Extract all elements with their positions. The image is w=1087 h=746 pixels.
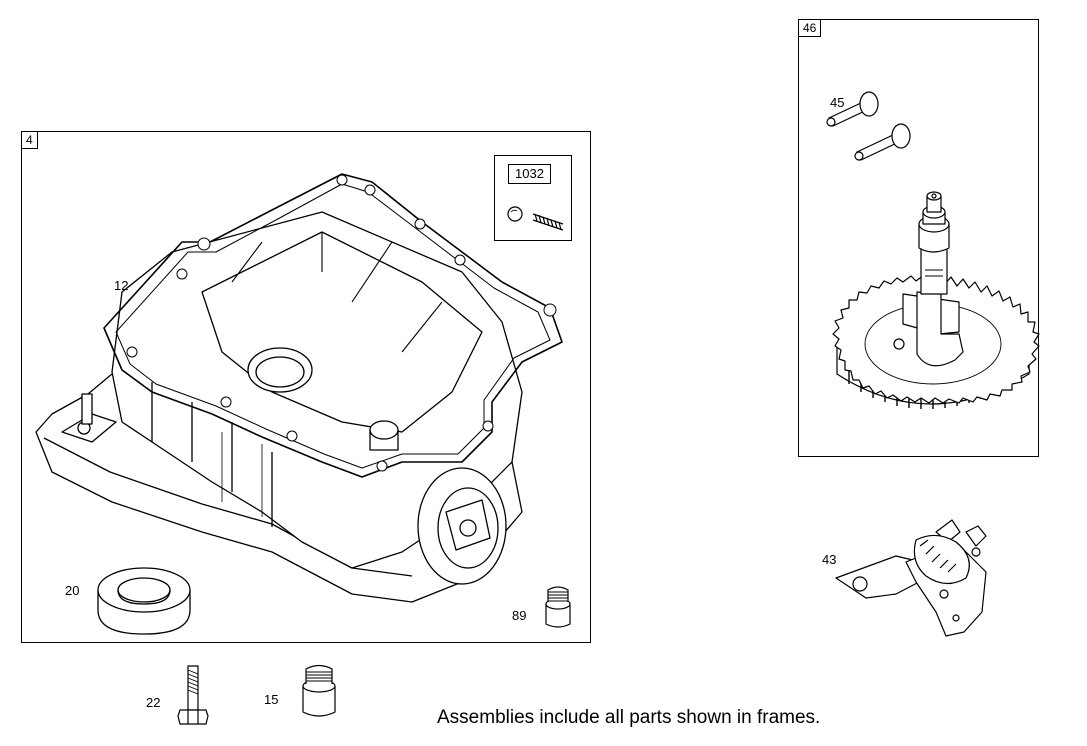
footer-note: Assemblies include all parts shown in fr… <box>437 707 821 728</box>
camshaft-frame: 46 <box>798 19 1039 457</box>
sump-frame-label: 4 <box>22 132 38 149</box>
hex-bolt-drawing-icon <box>176 664 210 728</box>
kit-label: 1032 <box>508 164 551 184</box>
pin-icon <box>851 116 915 158</box>
callout-governor: 43 <box>822 552 837 567</box>
plug-drawing-icon <box>299 662 339 720</box>
oil-seal-drawing-icon <box>94 562 204 642</box>
camshaft-frame-label: 46 <box>799 20 822 37</box>
callout-pins: 45 <box>830 95 845 110</box>
camshaft-gear-drawing-icon <box>829 184 1039 434</box>
engine-sump-drawing-icon <box>22 132 592 644</box>
callout-plug-15: 15 <box>264 692 279 707</box>
callout-plug-89: 89 <box>512 608 527 623</box>
check-ball-kit-box: 1032 <box>494 155 572 241</box>
spring-icon <box>531 208 567 234</box>
plug-drawing-icon <box>542 584 574 630</box>
check-ball-icon <box>505 204 525 224</box>
callout-oil-seal: 20 <box>65 583 80 598</box>
pin-icon <box>823 88 883 124</box>
callout-bolt: 22 <box>146 695 161 710</box>
callout-gasket: 12 <box>114 278 129 293</box>
governor-assembly-drawing-icon <box>836 512 996 640</box>
sump-assembly-frame: 4 1032 <box>21 131 591 643</box>
